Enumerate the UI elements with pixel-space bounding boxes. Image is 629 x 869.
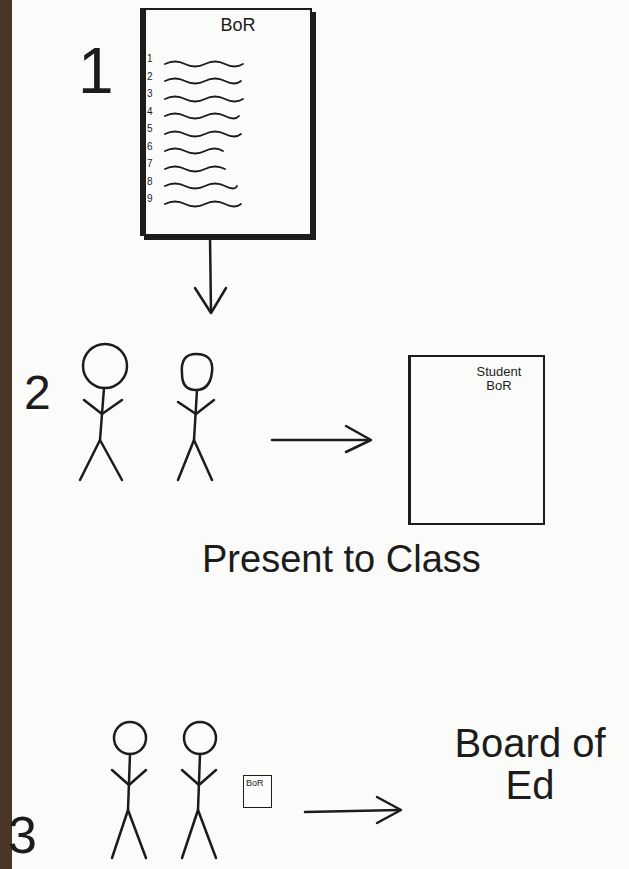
step-number: 3	[8, 808, 53, 863]
document: Student BoR	[408, 355, 545, 525]
down-arrow	[195, 236, 226, 313]
line-number: 7	[147, 159, 159, 170]
stick-figure	[112, 722, 146, 858]
line-number: 8	[147, 177, 159, 188]
line-number: 4	[147, 107, 159, 118]
stick-figure	[178, 354, 214, 480]
line-number: 5	[147, 124, 159, 135]
document: BoR 1 2 3 4 5 6 7 8 9	[140, 8, 312, 236]
line-number: 6	[147, 142, 159, 153]
step-number: 2	[24, 368, 64, 418]
right-arrow	[272, 426, 371, 452]
document-title: BoR	[246, 779, 270, 788]
line-number: 2	[147, 72, 159, 83]
document-title: BoR	[208, 16, 268, 35]
line-number: 9	[147, 194, 159, 205]
text-lines	[165, 62, 243, 207]
line-number: 3	[147, 89, 159, 100]
small-document: BoR	[243, 775, 272, 808]
step-label: Present to Class	[202, 540, 582, 580]
stick-figure	[182, 722, 216, 858]
document-title: Student BoR	[463, 365, 535, 392]
stick-figure	[80, 344, 127, 480]
target-label: Board of Ed	[440, 722, 620, 806]
step-number: 1	[78, 38, 128, 105]
line-number: 1	[147, 54, 159, 65]
table-edge	[0, 0, 12, 869]
right-arrow	[305, 797, 401, 823]
